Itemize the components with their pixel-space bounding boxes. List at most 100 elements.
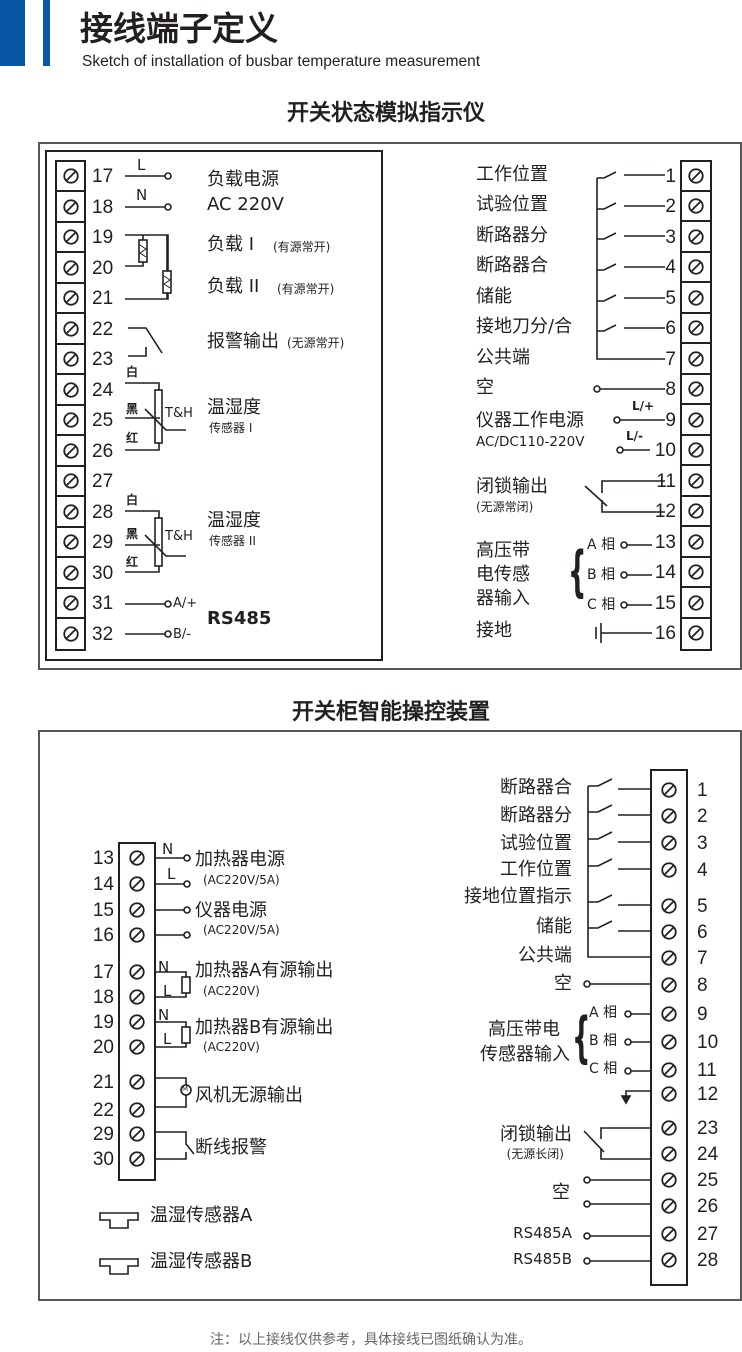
screw-icon[interactable] (687, 380, 705, 402)
terminal-block (55, 160, 86, 651)
terminal-cell (682, 555, 710, 558)
screw-icon[interactable] (687, 594, 705, 616)
terminal-block (118, 842, 156, 1181)
accent-bar-wide (0, 0, 25, 66)
screw-icon[interactable] (128, 875, 146, 897)
screw-icon[interactable] (687, 411, 705, 433)
screw-icon[interactable] (660, 1225, 678, 1247)
terminal-cell (57, 617, 84, 620)
screw-icon[interactable] (128, 1125, 146, 1147)
screw-icon[interactable] (62, 228, 80, 250)
terminal-cell (57, 403, 84, 406)
screw-icon[interactable] (128, 1038, 146, 1060)
panel2-title: 开关柜智能操控装置 (291, 700, 490, 725)
screw-icon[interactable] (128, 1150, 146, 1172)
screw-icon[interactable] (660, 1005, 678, 1027)
screw-icon[interactable] (660, 1251, 678, 1273)
terminal-number: 21 (92, 1072, 114, 1093)
screw-icon[interactable] (660, 1197, 678, 1219)
screw-icon[interactable] (687, 319, 705, 341)
terminal-cell (682, 342, 710, 345)
screw-icon[interactable] (62, 564, 80, 586)
screw-icon[interactable] (687, 350, 705, 372)
wire-l-14: L (167, 865, 176, 883)
screw-icon[interactable] (660, 861, 678, 883)
instrument-power-voltage: AC/DC110-220V (476, 434, 585, 450)
terminal-number: 30 (92, 1149, 114, 1170)
terminal-number: 5 (665, 287, 676, 309)
screw-icon[interactable] (660, 897, 678, 919)
screw-icon[interactable] (660, 781, 678, 803)
screw-icon[interactable] (687, 624, 705, 646)
screw-icon[interactable] (62, 198, 80, 220)
screw-icon[interactable] (687, 228, 705, 250)
screw-icon[interactable] (660, 1033, 678, 1055)
screw-icon[interactable] (687, 441, 705, 463)
screw-icon[interactable] (128, 988, 146, 1010)
screw-icon[interactable] (660, 1085, 678, 1107)
screw-icon[interactable] (62, 594, 80, 616)
screw-icon[interactable] (62, 533, 80, 555)
heater-b-label: 加热器B有源输出 (195, 1017, 334, 1038)
wire-label-l: L (137, 156, 146, 174)
screw-icon[interactable] (128, 901, 146, 923)
earth-indicator-label: 接地位置指示 (464, 886, 572, 907)
screw-icon[interactable] (660, 1145, 678, 1167)
terminal-number: 11 (697, 1060, 717, 1081)
terminal-cell (57, 495, 84, 498)
screw-icon[interactable] (62, 381, 80, 403)
screw-icon[interactable] (660, 834, 678, 856)
screw-icon[interactable] (660, 949, 678, 971)
screw-icon[interactable] (128, 849, 146, 871)
screw-icon[interactable] (687, 289, 705, 311)
test-position-label: 试验位置 (476, 194, 548, 215)
terminal-cell (682, 433, 710, 436)
screw-icon[interactable] (128, 1101, 146, 1123)
screw-icon[interactable] (62, 350, 80, 372)
screw-icon[interactable] (660, 1171, 678, 1193)
screw-icon[interactable] (62, 167, 80, 189)
screw-icon[interactable] (62, 503, 80, 525)
terminal-number: 12 (654, 501, 676, 522)
screw-icon[interactable] (687, 167, 705, 189)
screw-icon[interactable] (62, 442, 80, 464)
screw-icon[interactable] (687, 472, 705, 494)
screw-icon[interactable] (660, 1061, 678, 1083)
terminal-number: 27 (697, 1224, 719, 1245)
screw-icon[interactable] (687, 563, 705, 585)
screw-icon[interactable] (62, 320, 80, 342)
screw-icon[interactable] (62, 289, 80, 311)
screw-icon[interactable] (660, 807, 678, 829)
screw-icon[interactable] (687, 533, 705, 555)
terminal-cell (682, 525, 710, 528)
screw-icon[interactable] (687, 197, 705, 219)
screw-icon[interactable] (687, 502, 705, 524)
terminal-number: 4 (697, 860, 708, 881)
screw-icon[interactable] (687, 258, 705, 280)
terminal-number: 16 (654, 623, 676, 644)
screw-icon[interactable] (128, 1013, 146, 1035)
screw-icon[interactable] (128, 1073, 146, 1095)
screw-icon[interactable] (62, 259, 80, 281)
ground-label: 接地 (476, 620, 512, 641)
page-subtitle: Sketch of installation of busbar tempera… (82, 53, 481, 70)
terminal-number: 26 (697, 1196, 719, 1217)
test-position-label-2: 试验位置 (500, 833, 572, 854)
phase-c-label: C 相 (587, 597, 616, 613)
screw-icon[interactable] (62, 472, 80, 494)
screw-icon[interactable] (128, 963, 146, 985)
screw-icon[interactable] (128, 926, 146, 948)
sensor-a-label: 温湿传感器A (150, 1205, 253, 1226)
screw-icon[interactable] (62, 411, 80, 433)
screw-icon[interactable] (660, 1119, 678, 1141)
heater-a-spec: (AC220V) (203, 984, 260, 998)
terminal-cell (57, 373, 84, 376)
screw-icon[interactable] (660, 976, 678, 998)
hv-sensor-brace-2: { (572, 1007, 591, 1071)
terminal-number: 32 (92, 623, 114, 645)
terminal-number: 23 (92, 349, 114, 370)
screw-icon[interactable] (62, 625, 80, 647)
terminal-number: 25 (92, 410, 114, 431)
screw-icon[interactable] (660, 923, 678, 945)
